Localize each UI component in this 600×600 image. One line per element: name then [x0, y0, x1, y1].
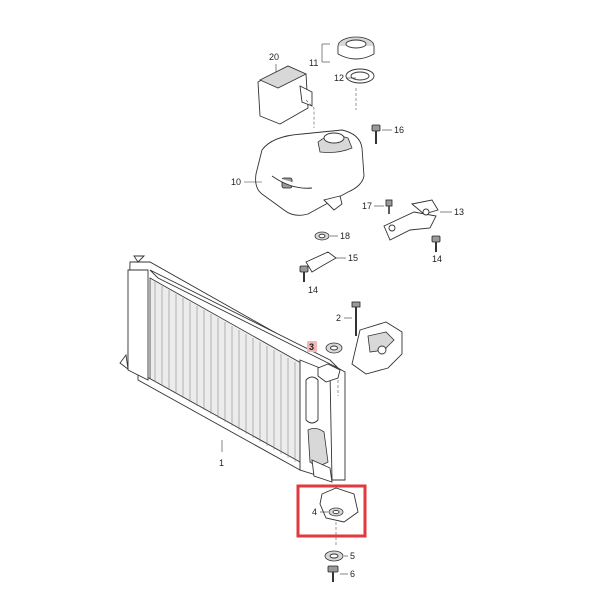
callout-2: 2 — [336, 313, 341, 323]
bolt-14-left — [299, 265, 309, 282]
callout-18: 18 — [340, 231, 350, 241]
callout-12: 12 — [334, 73, 344, 83]
pin-mount — [317, 363, 341, 396]
cap-bracket-leads — [321, 43, 357, 110]
callout-3: 3 — [309, 342, 314, 352]
bolt-16 — [371, 124, 392, 144]
expansion-tank — [244, 129, 365, 216]
callout-15: 15 — [348, 253, 358, 263]
cap-seal-ring — [345, 68, 375, 84]
bushing-5 — [324, 550, 348, 562]
grommet-3 — [325, 342, 343, 354]
callout-11: 11 — [309, 58, 318, 68]
mount-bracket-2 — [344, 301, 403, 375]
clip-15 — [305, 251, 346, 273]
callout-16: 16 — [394, 125, 404, 135]
bracket-13 — [383, 199, 452, 241]
callout-6: 6 — [350, 569, 355, 579]
callout-13: 13 — [454, 207, 464, 217]
callout-14-left: 14 — [308, 285, 318, 295]
grommet-18 — [314, 231, 338, 241]
callout-20: 20 — [269, 52, 279, 62]
highlight-frame — [296, 484, 367, 538]
callout-14-right: 14 — [432, 254, 442, 264]
radiator — [119, 255, 346, 483]
screw-17 — [374, 199, 393, 214]
bolt-6 — [327, 565, 348, 582]
radiator-core-fins — [154, 282, 303, 466]
bolt-14-right — [431, 235, 441, 252]
callout-1: 1 — [219, 458, 224, 468]
callout-17: 17 — [362, 201, 372, 211]
level-sensor-module — [257, 64, 315, 128]
lower-mount-4 — [319, 487, 359, 546]
callout-3-highlight-badge — [307, 341, 317, 352]
callout-4: 4 — [312, 507, 317, 517]
callout-5: 5 — [350, 551, 355, 561]
tank-cap — [337, 36, 375, 60]
callout-10: 10 — [231, 177, 241, 187]
